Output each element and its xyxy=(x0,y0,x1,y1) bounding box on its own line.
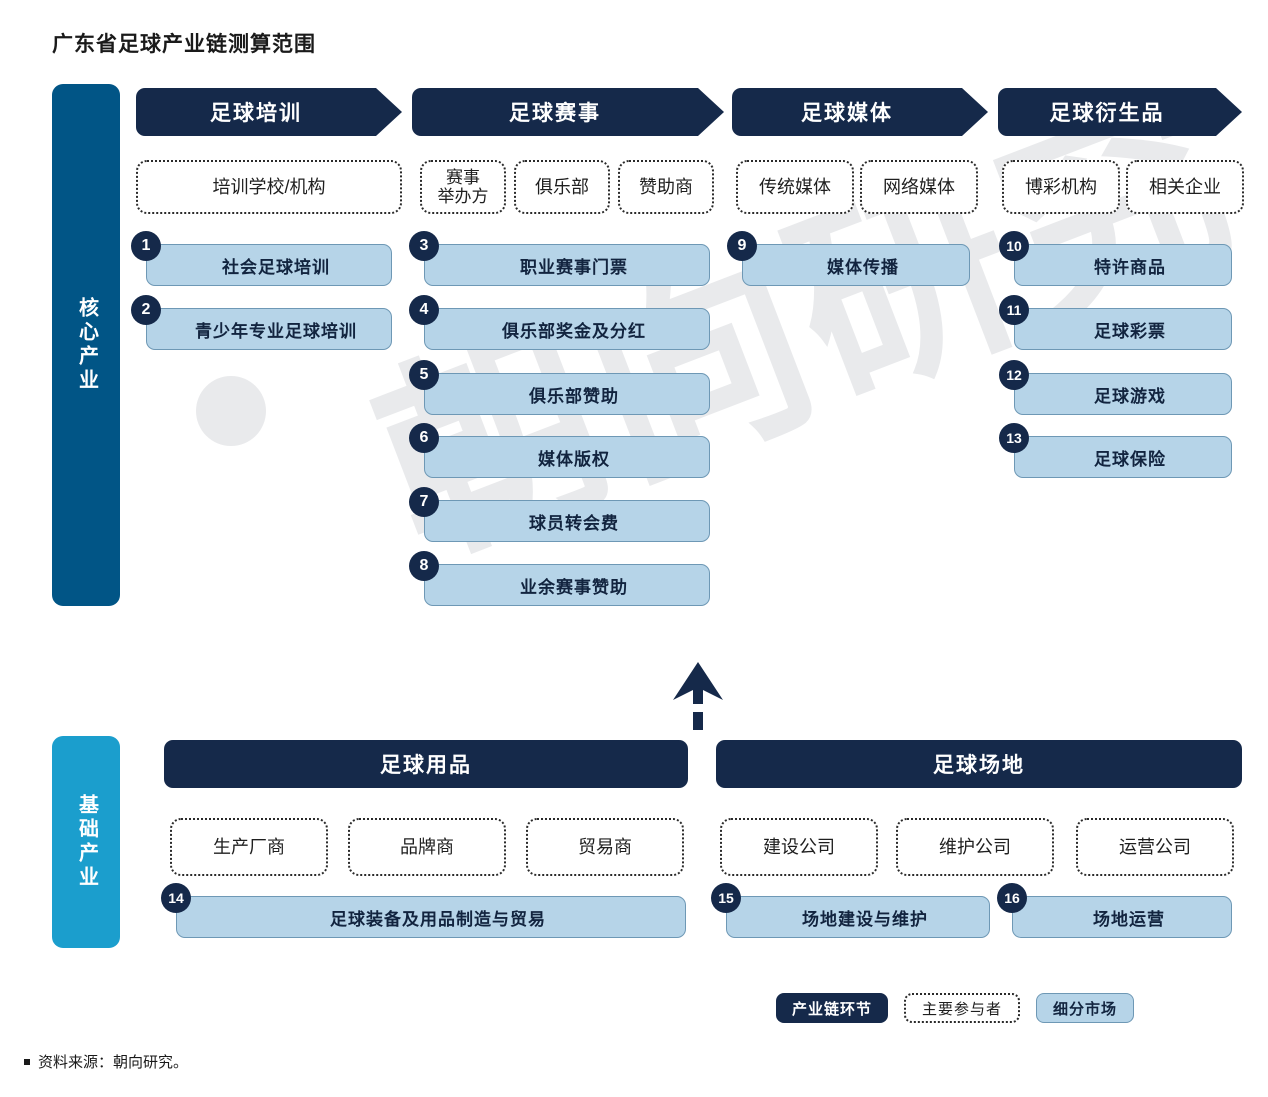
source-note: 资料来源：朝向研究。 xyxy=(24,1051,188,1072)
segment-number-12: 12 xyxy=(999,360,1029,390)
segment-player-transfer-fees[interactable]: 7 球员转会费 xyxy=(409,487,710,542)
block-header-football-equipment[interactable]: 足球用品 xyxy=(164,740,688,788)
legend: 产业链环节 主要参与者 细分市场 xyxy=(776,993,1135,1023)
segment-number-3: 3 xyxy=(409,231,439,261)
segment-number-8: 8 xyxy=(409,551,439,581)
participant-brand-owners[interactable]: 品牌商 xyxy=(348,818,506,876)
participant-sponsors[interactable]: 赞助商 xyxy=(618,160,714,214)
chain-header-football-competitions[interactable]: 足球赛事 xyxy=(412,88,724,136)
legend-item-sub-market: 细分市场 xyxy=(1036,993,1135,1023)
rail-core-industry-label: 核心产业 xyxy=(75,297,98,393)
participant-online-media[interactable]: 网络媒体 xyxy=(860,160,978,214)
participant-traders[interactable]: 贸易商 xyxy=(526,818,684,876)
segment-club-prize-dividends[interactable]: 4 俱乐部奖金及分红 xyxy=(409,295,710,350)
participant-related-enterprises[interactable]: 相关企业 xyxy=(1126,160,1244,214)
participant-maintenance-companies[interactable]: 维护公司 xyxy=(896,818,1054,876)
segment-media-rights[interactable]: 6 媒体版权 xyxy=(409,423,710,478)
participant-construction-companies[interactable]: 建设公司 xyxy=(720,818,878,876)
segment-number-14: 14 xyxy=(161,883,191,913)
segment-football-games[interactable]: 12 足球游戏 xyxy=(999,360,1232,415)
chain-header-football-training[interactable]: 足球培训 xyxy=(136,88,402,136)
segment-youth-pro-training[interactable]: 2 青少年专业足球培训 xyxy=(131,295,392,350)
chain-header-football-media[interactable]: 足球媒体 xyxy=(732,88,988,136)
segment-licensed-merchandise[interactable]: 10 特许商品 xyxy=(999,231,1232,286)
bullet-icon xyxy=(24,1059,30,1066)
segment-number-7: 7 xyxy=(409,487,439,517)
rail-base-industry-label: 基础产业 xyxy=(75,794,98,890)
participant-manufacturers[interactable]: 生产厂商 xyxy=(170,818,328,876)
source-text: 资料来源：朝向研究。 xyxy=(38,1054,189,1071)
watermark-dot xyxy=(196,376,266,446)
segment-number-16: 16 xyxy=(997,883,1027,913)
segment-number-11: 11 xyxy=(999,295,1029,325)
segment-pro-match-tickets[interactable]: 3 职业赛事门票 xyxy=(409,231,710,286)
rail-base-industry: 基础产业 xyxy=(52,736,120,948)
segment-equipment-manufacturing-trade[interactable]: 14 足球装备及用品制造与贸易 xyxy=(161,883,686,938)
segment-number-4: 4 xyxy=(409,295,439,325)
segment-number-1: 1 xyxy=(131,231,161,261)
segment-social-football-training[interactable]: 1 社会足球培训 xyxy=(131,231,392,286)
segment-football-insurance[interactable]: 13 足球保险 xyxy=(999,423,1232,478)
participant-lottery-agencies[interactable]: 博彩机构 xyxy=(1002,160,1120,214)
segment-number-2: 2 xyxy=(131,295,161,325)
block-header-football-venues[interactable]: 足球场地 xyxy=(716,740,1242,788)
segment-number-15: 15 xyxy=(711,883,741,913)
participant-operating-companies[interactable]: 运营公司 xyxy=(1076,818,1234,876)
page-title: 广东省足球产业链测算范围 xyxy=(52,33,316,56)
legend-item-main-participant: 主要参与者 xyxy=(904,993,1021,1023)
segment-number-5: 5 xyxy=(409,360,439,390)
chain-header-football-derivatives[interactable]: 足球衍生品 xyxy=(998,88,1242,136)
segment-football-lottery[interactable]: 11 足球彩票 xyxy=(999,295,1232,350)
segment-number-6: 6 xyxy=(409,423,439,453)
participant-clubs[interactable]: 俱乐部 xyxy=(514,160,610,214)
segment-number-9: 9 xyxy=(727,231,757,261)
segment-number-13: 13 xyxy=(999,423,1029,453)
segment-amateur-event-sponsorship[interactable]: 8 业余赛事赞助 xyxy=(409,551,710,606)
segment-media-distribution[interactable]: 9 媒体传播 xyxy=(727,231,970,286)
participant-event-organizer[interactable]: 赛事 举办方 xyxy=(420,160,506,214)
segment-club-sponsorship[interactable]: 5 俱乐部赞助 xyxy=(409,360,710,415)
participant-traditional-media[interactable]: 传统媒体 xyxy=(736,160,854,214)
rail-core-industry: 核心产业 xyxy=(52,84,120,606)
segment-number-10: 10 xyxy=(999,231,1029,261)
legend-item-chain-link: 产业链环节 xyxy=(776,993,889,1023)
segment-venue-construction-maintenance[interactable]: 15 场地建设与维护 xyxy=(711,883,990,938)
upward-connector-arrow xyxy=(673,662,723,730)
segment-venue-operation[interactable]: 16 场地运营 xyxy=(997,883,1232,938)
participant-training-schools[interactable]: 培训学校/机构 xyxy=(136,160,402,214)
